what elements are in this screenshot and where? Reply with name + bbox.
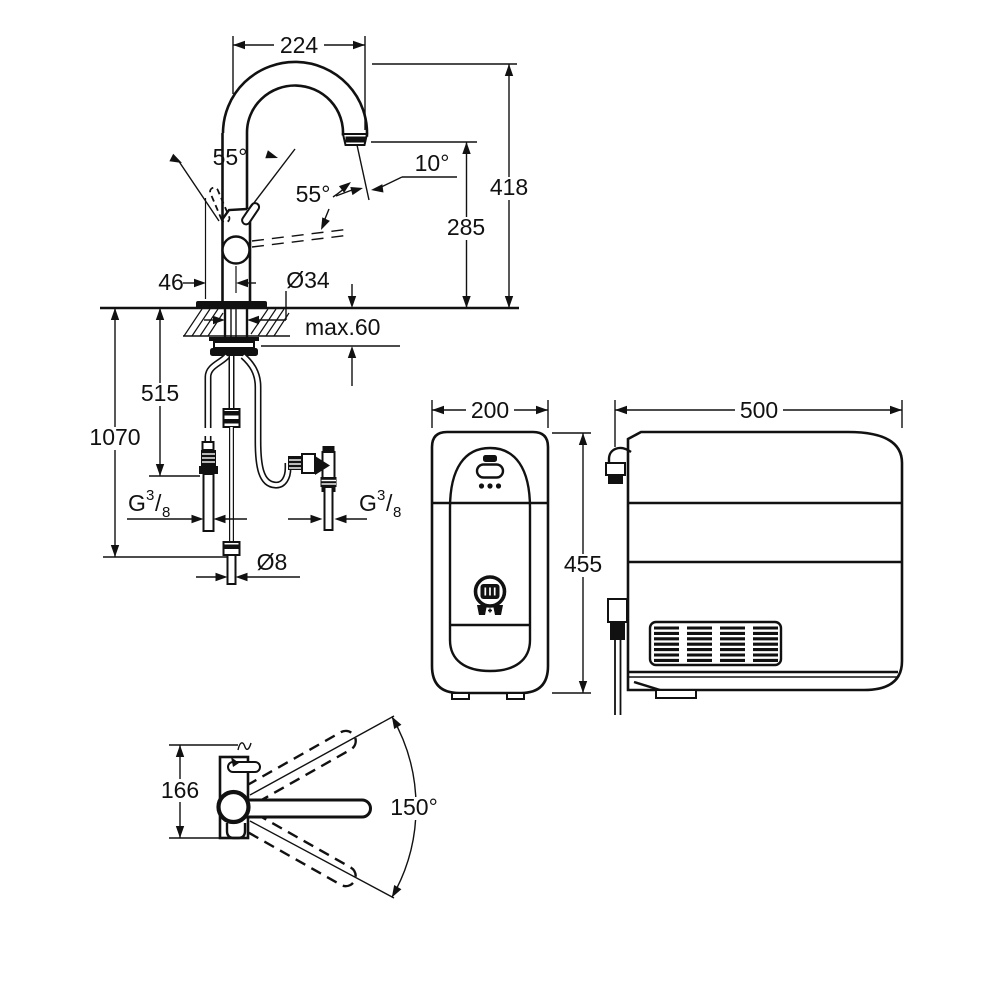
faucet-handle <box>241 202 261 226</box>
sparkling-plus-still-icon <box>477 605 503 615</box>
hose-connector-icon <box>605 446 632 484</box>
faucet-handle-tilted-dashed <box>209 186 231 224</box>
dim-hose-mid-label: 515 <box>141 380 179 406</box>
svg-text:3: 3 <box>146 487 154 504</box>
svg-text:8: 8 <box>393 504 401 521</box>
dim-spray-angle-label: 10° <box>415 150 450 176</box>
cooler-front-view <box>430 430 550 700</box>
thread-size-left-label: G 3 / 8 <box>128 487 170 521</box>
vent-grille <box>648 620 783 667</box>
brand-badge-icon <box>473 575 507 608</box>
swivel-joint <box>216 789 251 825</box>
status-dots-icon <box>478 483 502 489</box>
dim-shank-diameter-label: Ø34 <box>286 267 330 293</box>
dim-outlet-height-label: 285 <box>447 214 485 240</box>
front-foot-right <box>506 692 525 700</box>
spout-outer-arc <box>221 60 369 137</box>
top-view-dimensions: 166 150° <box>157 716 441 898</box>
dim-hose-tip-diameter-label: Ø8 <box>257 549 288 575</box>
indicator-slot-icon <box>483 455 497 462</box>
dim-handle-angle-back-label: 55° <box>213 144 248 170</box>
body-knob <box>221 235 251 265</box>
svg-text:G: G <box>359 490 377 516</box>
dim-cooler-height-label: 455 <box>564 551 602 577</box>
dim-spout-width-label: 224 <box>280 32 319 58</box>
angle-valve-connector <box>288 446 337 531</box>
dim-cooler-width-label: 200 <box>471 397 509 423</box>
base-flange <box>196 301 267 309</box>
dim-total-height-label: 418 <box>490 174 528 200</box>
faucet-side-view <box>196 60 370 356</box>
svg-text:3: 3 <box>377 487 385 504</box>
front-foot-left <box>451 692 470 700</box>
water-stream-line <box>356 144 370 201</box>
faucet-dimensions: 224 418 285 10° 55° 55° <box>158 32 533 386</box>
left-hose-connector <box>199 441 218 532</box>
dim-handle-offset-label: 46 <box>158 269 184 295</box>
cooler-side-view <box>605 430 904 715</box>
dim-hose-total-label: 1070 <box>89 424 140 450</box>
center-hose-end-fitting <box>222 541 241 585</box>
spout-inner-arc <box>245 84 345 136</box>
under-sink-hoses <box>199 353 337 585</box>
dim-cooler-depth-label: 500 <box>740 397 778 423</box>
cooler-side-dimensions: 500 <box>614 397 903 447</box>
dim-swivel-angle-label: 150° <box>390 794 438 820</box>
center-hose-fitting <box>222 408 241 428</box>
spout-swivel-right-dashed <box>240 811 357 888</box>
cooler-front-dimensions: 200 455 <box>431 397 607 694</box>
thread-size-right-label: G 3 / 8 <box>359 487 401 521</box>
cooler-side-body <box>626 430 904 692</box>
dim-counter-thickness-label: max.60 <box>305 314 380 340</box>
side-foot <box>655 689 697 699</box>
spout-top-view <box>240 798 372 819</box>
faucet-top-view <box>216 715 395 899</box>
power-pill-icon <box>475 463 505 479</box>
dim-handle-angle-front-label: 55° <box>296 181 331 207</box>
svg-text:G: G <box>128 490 146 516</box>
mounting-nut <box>209 337 259 356</box>
svg-text:/: / <box>155 490 162 516</box>
dim-body-depth-label: 166 <box>161 777 199 803</box>
install-dimensions: 1070 515 G 3 / 8 G 3 / 8 <box>85 308 401 582</box>
power-cable <box>607 598 628 715</box>
svg-text:/: / <box>386 490 393 516</box>
svg-text:8: 8 <box>162 504 170 521</box>
